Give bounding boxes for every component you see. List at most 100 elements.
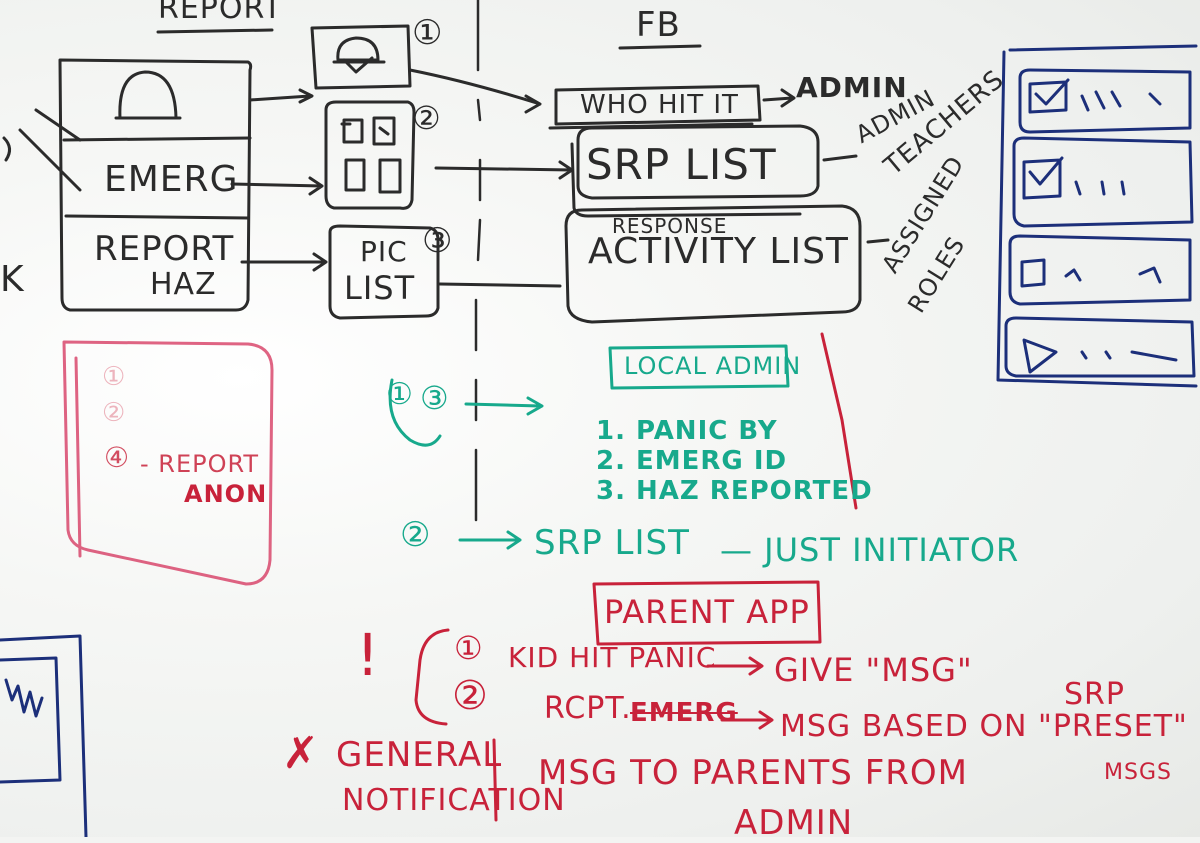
arrow-kid-to-give [706,656,764,676]
arrow-panic-to-who [408,68,542,114]
faded-anon-label: ANON [184,480,268,508]
row-4-marks [1080,350,1178,362]
step-number-2: ② [412,99,442,137]
srp-red-label: SRP [1064,677,1125,712]
pic-list-label-2: LIST [344,269,416,307]
msg-to-parents-label: MSG TO PARENTS FROM [538,753,968,793]
helmet-icon [114,70,182,120]
faded-item-4: ④ [104,441,131,474]
parent-item-2-struck: EMERG [630,698,738,728]
emerg-box-icon-1 [340,118,364,144]
activity-list-label: ACTIVITY LIST [588,231,849,272]
who-hit-it-label: WHO HIT IT [580,90,739,120]
response-label: RESPONSE [612,214,728,238]
faded-pink-box [62,340,274,586]
parent-item-2-result: MSG BASED ON "PRESET" [780,709,1188,744]
arrow-emerg-to-box [230,176,324,196]
emerg-box-outline [324,100,416,210]
arrow-rcpt-to-msg [720,710,774,730]
checkbox-icon-2 [1022,156,1064,200]
general-label: GENERAL [336,735,503,775]
faded-item-1: ① [102,362,127,392]
parent-item-1-num: ① [454,629,484,667]
emerg-label: EMERG [104,159,239,200]
bottom-left-phone-outline [0,634,88,837]
panic-box-outline [310,24,412,90]
bottom-left-phone-scribble [4,678,44,718]
left-cross-mark [18,108,82,192]
admin-red-label: ADMIN [734,803,854,843]
checkbox-icon-3 [1020,258,1046,288]
left-edge-arc [2,136,11,162]
right-phone-row-1 [1018,68,1192,134]
local-admin-title: LOCAL ADMIN [624,352,802,380]
srp-list-shadow [570,142,802,218]
row-1-marks [1080,90,1162,112]
admin-label: ADMIN [796,71,908,104]
local-admin-num-1: ① [386,377,414,412]
panic-box-icon [332,36,386,74]
emerg-box-icon-3 [344,158,366,192]
msgs-red-label: MSGS [1104,760,1172,785]
parent-app-bracket [414,628,450,726]
local-admin-red-line [820,332,858,510]
left-phone-divider-1 [62,136,252,142]
activity-list-box [564,204,862,324]
checkbox-icon-1 [1028,78,1070,114]
local-admin-box [608,344,790,390]
play-icon [1022,338,1058,374]
local-admin-item-3: 3. HAZ REPORTED [596,476,873,506]
who-hit-it-box [554,84,762,126]
right-phone-outline [996,44,1198,388]
parent-item-1-result: GIVE "MSG" [774,651,973,689]
report-underline [156,28,274,34]
report-haz-label-2: HAZ [150,267,217,302]
emerg-box-icon-2 [372,116,396,146]
vertical-divider [474,0,482,522]
local-admin-item-1: 1. PANIC BY [596,416,778,446]
srp-list-teal-label: SRP LIST [534,523,690,563]
left-phone-divider-2 [64,214,250,220]
faded-pink-box-inner [74,356,82,558]
pic-list-label-1: PIC [360,235,408,268]
step-number-3: ③ [422,221,454,261]
general-divider [492,738,498,822]
arrow-helmet-to-panic [248,88,314,104]
parent-app-title: PARENT APP [604,593,810,631]
right-phone-row-4 [1004,316,1196,378]
local-admin-row2-num: ② [400,515,432,555]
fb-heading: FB [636,5,681,45]
parent-item-2-num: ② [452,673,489,719]
emerg-box-icon-4 [378,158,402,194]
report-haz-label-1: REPORT [94,229,235,269]
local-admin-num-3: ③ [420,379,450,417]
row-3-marks [1064,266,1162,284]
right-phone-row-2 [1012,136,1194,228]
right-phone-row-3 [1008,234,1192,306]
report-heading: REPORT [158,0,283,26]
edge-letter: K [0,259,25,300]
faded-report-label: - REPORT [140,450,260,478]
left-phone-outline [58,58,253,312]
faded-item-2: ② [102,398,127,428]
line-pic-to-activity [438,282,562,288]
parent-item-2-prefix: RCPT. [544,691,632,726]
srp-to-admin-line [822,154,858,162]
fb-underline [618,44,702,50]
pic-list-box [328,224,440,320]
just-initiator-label: — JUST INITIATOR [720,531,1020,569]
activity-to-roles-line [866,238,890,244]
step-number-1: ① [412,13,444,53]
local-admin-item-2: 2. EMERG ID [596,446,788,476]
x-mark-icon: ✗ [282,728,320,779]
notification-label: NOTIFICATION [342,783,566,818]
arrow-to-srp-initiator [458,530,522,550]
arrow-to-local-admin [464,396,544,416]
teal-circle-group [388,378,442,447]
arrow-who-to-admin [762,88,796,108]
arrow-emerg-to-srp [434,160,574,180]
srp-list-label: SRP LIST [586,140,777,189]
parent-item-1-text: KID HIT PANIC [508,641,717,674]
parent-app-box [592,580,822,646]
